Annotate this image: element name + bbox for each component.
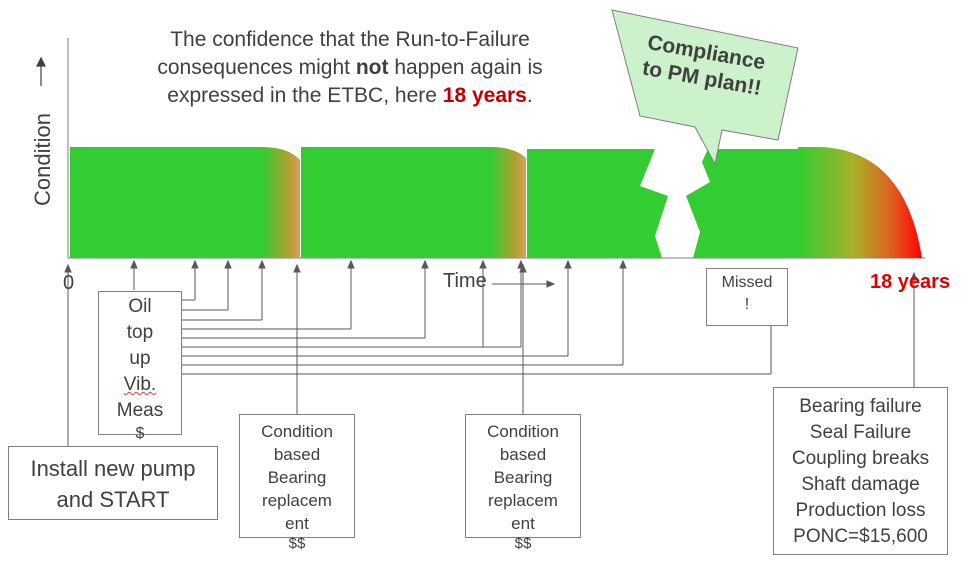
cond1-line-1: Condition [261,422,333,441]
oil-line-1: Oil [128,296,152,317]
headline-part3: . [526,84,533,107]
failure-line-4: Shaft damage [801,474,920,495]
failure-line-6: PONC=$15,600 [793,526,928,547]
cond2-line-5: ent [511,514,535,533]
missed-box: Missed ! [706,268,788,326]
condition-segment-4 [686,149,800,258]
x-axis-label: Time [443,270,487,292]
failure-line-1: Bearing failure [799,396,922,417]
failure-line-2: Seal Failure [809,422,912,443]
condition-based-box-1: Condition based Bearing replacem ent $$ [239,414,355,552]
meas-label: Meas [116,400,164,421]
condition-based-box-2: Condition based Bearing replacem ent $$ [465,414,581,552]
origin-label: 0 [63,272,75,294]
cond1-line-5: ent [285,514,309,533]
headline-emphasis: not [355,56,389,79]
cond1-line-2: based [273,445,321,464]
failure-line-5: Production loss [795,500,926,521]
cond1-line-3: Bearing [267,468,327,487]
condition-arrow [36,56,46,86]
missed-line-2: ! [744,296,750,313]
cond2-cost: $$ [514,535,532,552]
end-years-label: 18 years [870,271,951,293]
install-line-2: and START [56,487,170,512]
oil-cost: $ [135,425,145,442]
vib-label: Vib. [123,374,157,395]
headline-years: 18 years [442,84,527,107]
failure-curve [798,147,922,258]
y-axis-label: Condition [30,113,55,206]
cond2-line-3: Bearing [493,468,553,487]
cond2-line-4: replacem [488,491,558,510]
headline-part2: happen again is expressed in the ETBC, h… [167,56,543,107]
missed-line-1: Missed [721,274,773,291]
seam-2 [490,147,526,258]
inspection-arrows [130,259,775,375]
event-arrows [64,263,918,446]
cond1-line-4: replacem [262,491,332,510]
condition-segment-1 [70,147,262,258]
callout-shape [611,9,799,166]
headline-text: The confidence that the Run-to-Failure c… [130,26,570,110]
condition-segment-2 [301,147,490,258]
install-line-1: Install new pump [30,456,196,481]
oil-line-3: up [129,348,151,369]
install-pump-box: Install new pump and START [8,446,218,520]
cond2-line-2: based [499,445,547,464]
seam-1 [262,147,300,258]
failure-consequences-box: Bearing failure Seal Failure Coupling br… [773,387,948,555]
oil-top-up-box: Oil top up Vib. Meas $ [98,291,182,442]
condition-segment-3 [527,149,668,258]
cond1-cost: $$ [288,535,306,552]
failure-line-3: Coupling breaks [791,448,930,469]
cond2-line-1: Condition [487,422,559,441]
oil-line-2: top [126,322,154,343]
headline-part1: The confidence that the Run-to-Failure c… [157,28,530,79]
